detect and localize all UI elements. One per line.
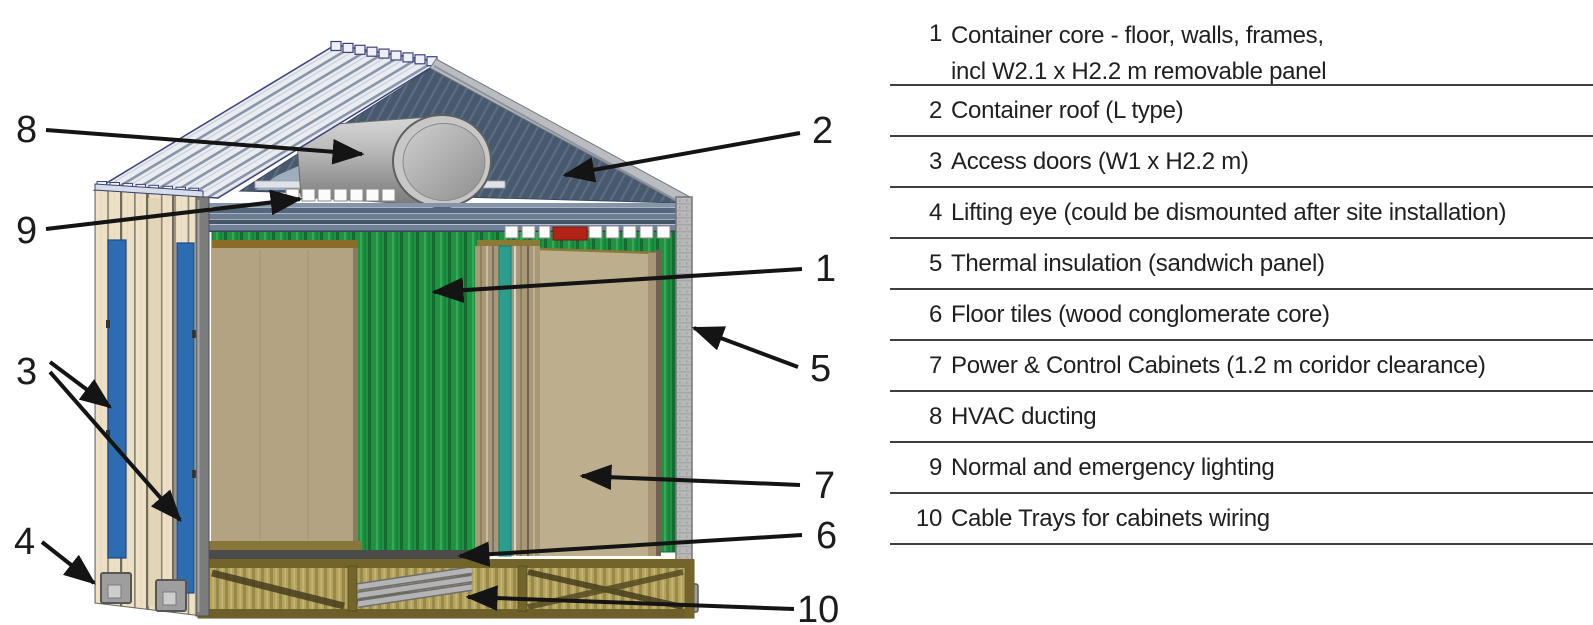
callout-label-9: 9 bbox=[16, 210, 37, 252]
ceiling-lights-right bbox=[504, 225, 671, 239]
legend-item-number: 5 bbox=[928, 249, 942, 277]
right-sandwich-panel-wall bbox=[675, 196, 699, 613]
legend-item-number: 7 bbox=[928, 351, 942, 379]
roof-purlin-beams bbox=[202, 203, 690, 232]
legend-item-text: Container core - floor, walls, frames, i… bbox=[951, 16, 1327, 88]
base-frame bbox=[197, 559, 695, 619]
legend-row-10: 10 Cable Trays for cabinets wiring bbox=[890, 494, 1593, 545]
callout-label-5: 5 bbox=[810, 348, 831, 390]
legend-item-text: Access doors (W1 x H2.2 m) bbox=[951, 147, 1249, 175]
access-door-strip-2 bbox=[176, 242, 195, 594]
legend-row-8: 8 HVAC ducting bbox=[890, 392, 1593, 443]
callout-label-1: 1 bbox=[815, 248, 836, 290]
legend-row-1: 1 Container core - floor, walls, frames,… bbox=[890, 14, 1593, 86]
legend-item-number: 10 bbox=[915, 504, 942, 532]
callout-arrows bbox=[40, 128, 803, 611]
arrow-9 bbox=[45, 189, 303, 231]
arrow-3b bbox=[48, 370, 182, 522]
legend-item-number: 3 bbox=[928, 147, 942, 175]
legend-row-9: 9 Normal and emergency lighting bbox=[890, 443, 1593, 494]
legend-item-text: Container roof (L type) bbox=[951, 96, 1184, 124]
legend-item-text: Cable Trays for cabinets wiring bbox=[951, 504, 1270, 532]
legend-item-number: 2 bbox=[928, 96, 942, 124]
legend-item-text: Floor tiles (wood conglomerate core) bbox=[951, 300, 1330, 328]
arrow-7 bbox=[579, 464, 801, 491]
emergency-alarm-box bbox=[552, 226, 588, 241]
legend-item-number: 8 bbox=[928, 402, 942, 430]
legend-item-text-line2: incl W2.1 x H2.2 m removable panel bbox=[951, 58, 1327, 85]
left-cabinet-bank bbox=[212, 240, 358, 556]
legend-item-text-line1: Container core - floor, walls, frames, bbox=[951, 22, 1324, 49]
callout-labels: 8 9 3 4 2 1 5 7 6 10 bbox=[14, 109, 839, 625]
arrow-6 bbox=[457, 533, 803, 567]
left-plank-wall bbox=[94, 183, 210, 617]
callout-label-7: 7 bbox=[814, 465, 835, 507]
legend-row-6: 6 Floor tiles (wood conglomerate core) bbox=[890, 290, 1593, 341]
container-cutaway-diagram: 8 9 3 4 2 1 5 7 6 10 bbox=[14, 40, 839, 625]
legend-item-text: Power & Control Cabinets (1.2 m coridor … bbox=[951, 351, 1486, 379]
legend-item-number: 9 bbox=[928, 453, 942, 481]
hvac-duct-cylinder bbox=[295, 114, 492, 208]
parts-legend-table: 1 Container core - floor, walls, frames,… bbox=[890, 14, 1593, 545]
arrow-10 bbox=[465, 585, 795, 611]
roof-ridge-panel-caps bbox=[330, 40, 438, 67]
legend-row-2: 2 Container roof (L type) bbox=[890, 86, 1593, 137]
legend-item-text: Normal and emergency lighting bbox=[951, 453, 1275, 481]
legend-row-3: 3 Access doors (W1 x H2.2 m) bbox=[890, 137, 1593, 188]
arrow-1 bbox=[431, 267, 803, 303]
arrow-8 bbox=[45, 128, 365, 165]
legend-row-4: 4 Lifting eye (could be dismounted after… bbox=[890, 188, 1593, 239]
arrow-3a bbox=[48, 360, 113, 409]
legend-item-number: 1 bbox=[928, 20, 942, 47]
cabinet-front-panel bbox=[540, 249, 656, 556]
callout-label-3: 3 bbox=[16, 351, 37, 393]
legend-item-number: 6 bbox=[928, 300, 942, 328]
callout-label-4: 4 bbox=[14, 521, 35, 563]
arrow-2 bbox=[562, 131, 801, 183]
legend-row-5: 5 Thermal insulation (sandwich panel) bbox=[890, 239, 1593, 290]
legend-item-text: HVAC ducting bbox=[951, 402, 1097, 430]
ceiling-lights-left bbox=[285, 188, 396, 202]
arrow-5 bbox=[691, 326, 799, 369]
cable-trays bbox=[357, 566, 473, 608]
legend-row-7: 7 Power & Control Cabinets (1.2 m corido… bbox=[890, 341, 1593, 392]
callout-label-6: 6 bbox=[816, 515, 837, 557]
lifting-eye-brackets bbox=[100, 572, 187, 612]
legend-item-text: Lifting eye (could be dismounted after s… bbox=[951, 198, 1507, 226]
callout-label-8: 8 bbox=[16, 109, 37, 151]
access-door-strip-1 bbox=[107, 239, 127, 559]
arrow-4 bbox=[40, 540, 97, 585]
legend-item-text: Thermal insulation (sandwich panel) bbox=[951, 249, 1325, 277]
teal-cabinet-strip bbox=[498, 245, 512, 557]
callout-label-10: 10 bbox=[797, 589, 839, 625]
legend-item-number: 4 bbox=[928, 198, 942, 226]
callout-label-2: 2 bbox=[812, 110, 833, 152]
